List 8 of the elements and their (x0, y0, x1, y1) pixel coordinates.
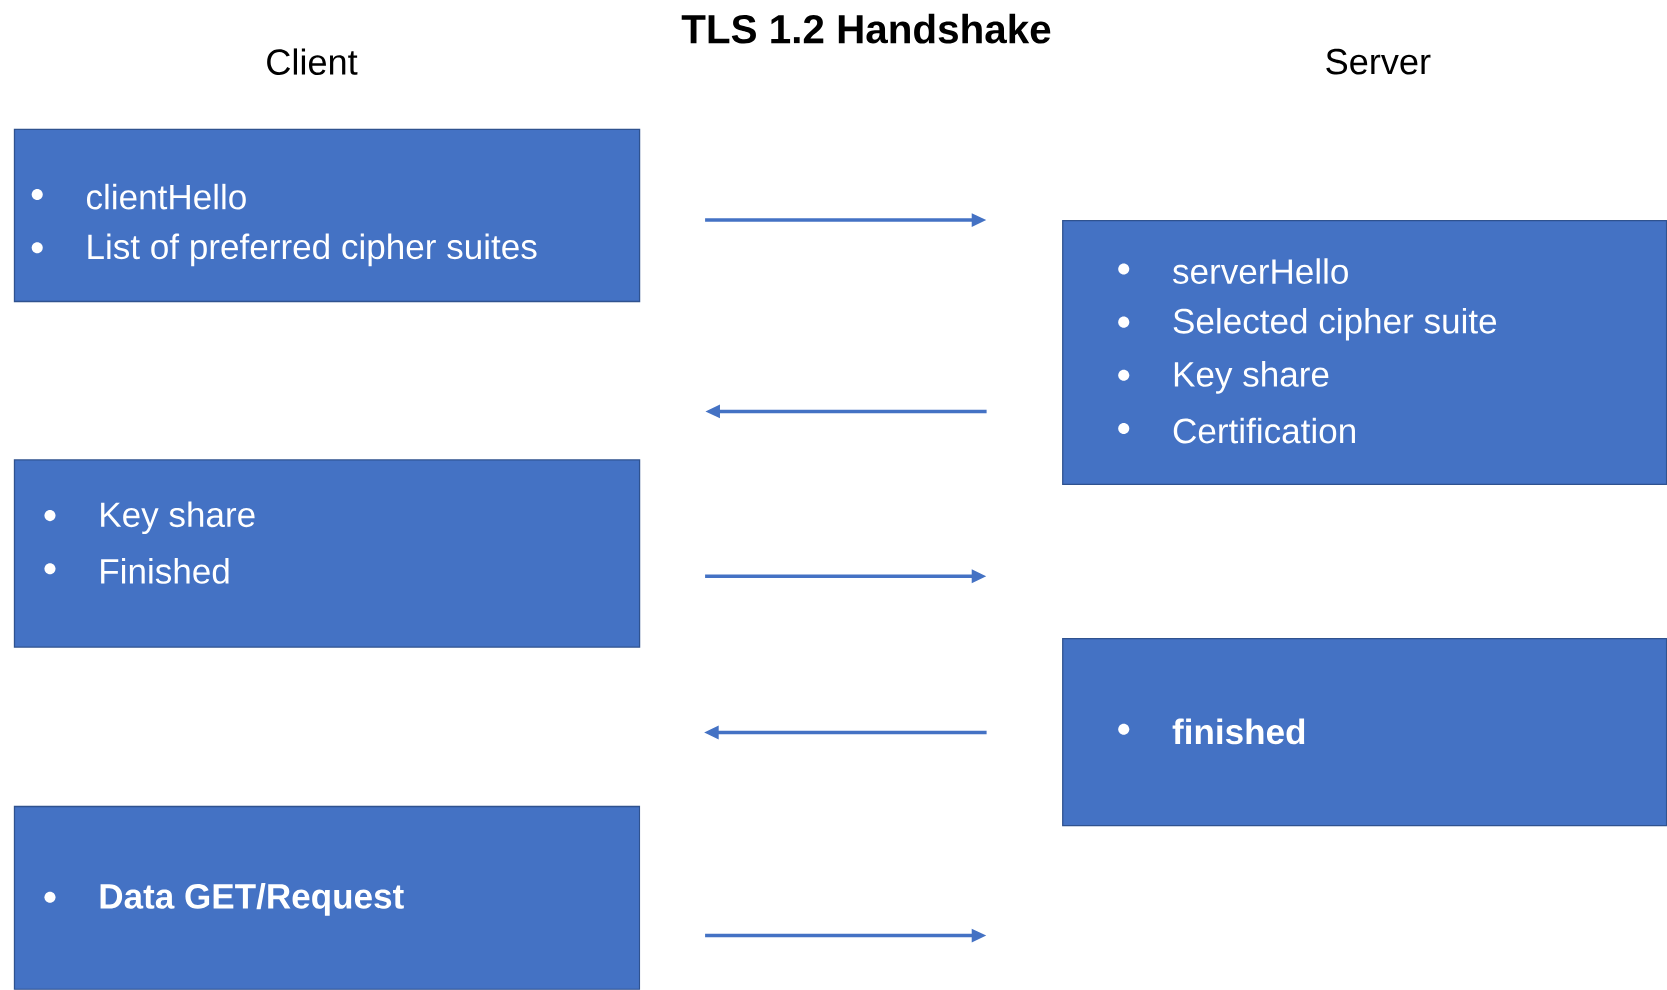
column-heading: Server (1326, 48, 1431, 75)
message-box: clientHello List of preferred cipher suites (13, 128, 641, 303)
message-box: serverHello Selected cipher suite Key share Certification (1062, 220, 1667, 486)
message-box: Key share Finished (13, 459, 641, 648)
heading: TLS 1.2 Handshake (681, 13, 1051, 44)
message-box: finished (1062, 638, 1667, 827)
column-heading: Client (267, 48, 358, 76)
message-box: Data GET/Request (13, 805, 641, 990)
